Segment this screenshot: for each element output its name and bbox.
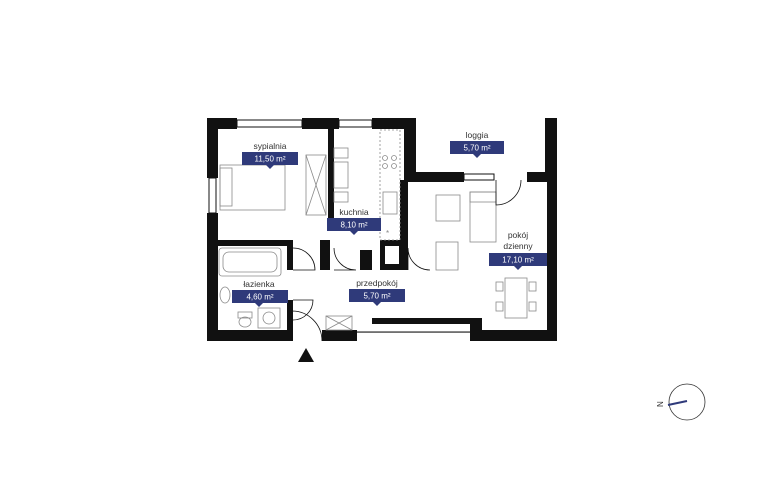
wall-top-left	[207, 118, 237, 129]
wall-kuchnia-bottom	[360, 250, 372, 270]
room-name-lazienka: łazienka	[243, 279, 274, 289]
door-pokoj	[407, 247, 431, 271]
area-badge-przedpokoj	[349, 289, 405, 302]
wall-bottom-right	[470, 330, 557, 341]
area-badge-sypialnia	[242, 152, 298, 165]
bathtub	[218, 247, 282, 277]
kitchen-sink	[382, 191, 398, 215]
door-loggia	[495, 179, 522, 206]
label-loggia: loggia 5,70 m²	[450, 130, 504, 158]
wall-kuchnia-lower	[320, 240, 330, 270]
area-badge-loggia	[450, 141, 504, 154]
wall-loggia-bottom-right	[527, 172, 557, 182]
room-name-pokoj-2: dzienny	[503, 241, 533, 251]
furniture: *	[218, 129, 537, 331]
area-przedpokoj: 5,70 m²	[363, 292, 390, 301]
door-kuchnia	[333, 247, 357, 271]
room-name-loggia: loggia	[466, 130, 489, 140]
door-entrance	[291, 310, 323, 342]
lounge-chair	[435, 241, 459, 271]
room-name-przedpokoj: przedpokój	[356, 278, 398, 288]
room-name-sypialnia: sypialnia	[253, 141, 286, 151]
bed	[219, 164, 286, 211]
window-kuchnia	[338, 119, 373, 128]
wall-bottom-mid	[322, 330, 357, 341]
label-lazienka: łazienka 4,60 m²	[232, 279, 288, 307]
wall-top-right	[372, 118, 414, 129]
sofa-back	[469, 191, 497, 203]
kitchen-counter	[379, 129, 401, 241]
label-kuchnia: kuchnia 8,10 m²	[327, 207, 381, 235]
wall-bottom-left	[207, 330, 292, 341]
toilet-tank	[237, 311, 253, 319]
walls	[207, 118, 557, 341]
wall-loggia-left	[404, 118, 416, 180]
door-lazienka	[292, 299, 314, 321]
sofa	[469, 191, 497, 243]
area-kuchnia: 8,10 m²	[340, 221, 367, 230]
wall-loggia-right	[545, 118, 557, 178]
compass-letter: N	[656, 401, 665, 407]
wall-loggia-bottom-left	[404, 172, 464, 182]
window-loggia	[463, 173, 495, 181]
chair-1	[333, 147, 349, 159]
wall-step	[470, 318, 482, 340]
kitchen-table	[333, 161, 349, 189]
entrance-arrow-icon	[298, 348, 314, 362]
window-left	[208, 177, 217, 214]
area-lazienka: 4,60 m²	[246, 293, 273, 302]
washbasin	[219, 286, 231, 304]
armchair	[435, 194, 461, 222]
dining-table	[504, 277, 528, 319]
chair-2	[333, 191, 349, 203]
wall-right	[547, 172, 557, 340]
wall-left-bottom	[207, 213, 218, 341]
toilet	[238, 316, 252, 328]
area-sypialnia: 11,50 m²	[255, 155, 286, 164]
wall-sypialnia-lazienka	[207, 240, 287, 246]
area-badge-pokoj	[489, 253, 547, 266]
hall-wardrobe	[325, 315, 353, 331]
compass: N	[656, 383, 706, 421]
wall-lazienka-right	[287, 240, 293, 270]
room-name-kuchnia: kuchnia	[339, 207, 369, 217]
wall-lazienka-right-low	[287, 300, 293, 341]
label-przedpokoj: przedpokój 5,70 m²	[349, 278, 405, 306]
washing-machine	[257, 307, 281, 329]
wall-przedpokoj-bottom	[372, 318, 470, 324]
stove-burner	[382, 155, 388, 161]
label-sypialnia: sypialnia 11,50 m²	[242, 141, 298, 169]
room-name-pokoj-1: pokój	[508, 230, 528, 240]
area-loggia: 5,70 m²	[463, 144, 490, 153]
door-sypialnia	[292, 247, 316, 271]
compass-needle	[667, 400, 688, 406]
svg-text:*: *	[386, 229, 389, 238]
wall-top-mid	[302, 118, 339, 129]
wall-left-top	[207, 118, 218, 178]
bed-pillow	[219, 167, 233, 207]
wardrobe	[305, 154, 327, 216]
wall-sypialnia-kuchnia	[328, 118, 334, 218]
label-pokoj: pokój dzienny 17,10 m²	[489, 230, 547, 270]
area-badge-lazienka	[232, 290, 288, 303]
area-pokoj: 17,10 m²	[502, 256, 534, 265]
area-badge-kuchnia	[327, 218, 381, 231]
wall-kuchnia-pokoj	[400, 180, 408, 270]
windows	[208, 119, 495, 333]
window-sypialnia	[236, 119, 303, 128]
wall-pillar-inner	[385, 246, 399, 264]
doors	[291, 179, 522, 342]
compass-circle	[668, 383, 706, 421]
